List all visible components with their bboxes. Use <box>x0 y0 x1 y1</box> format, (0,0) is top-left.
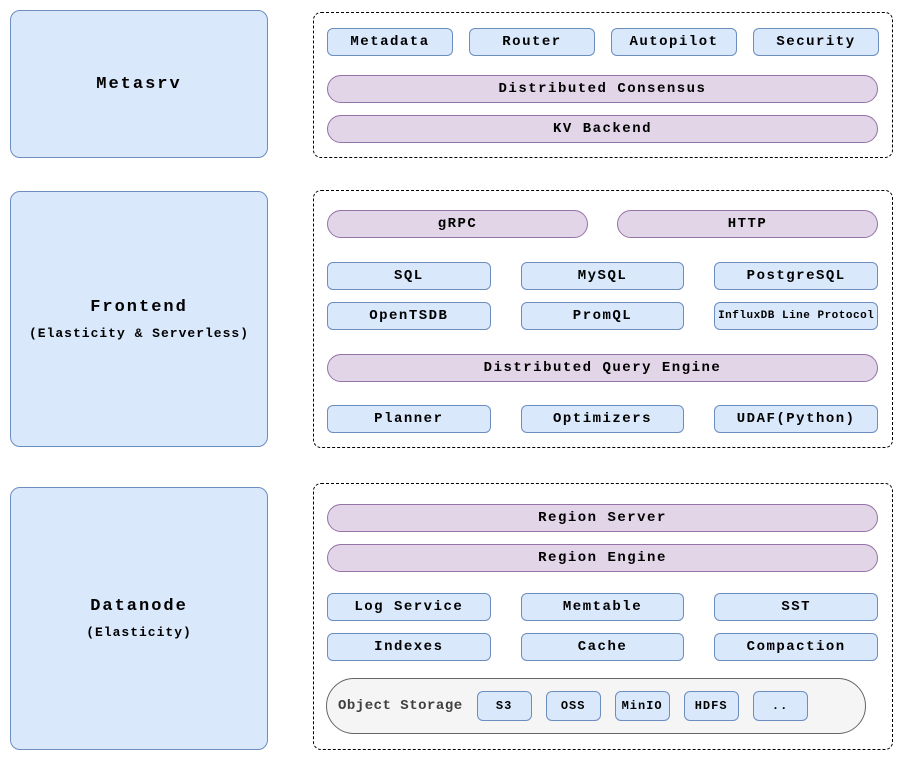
frontend-query-row: Planner Optimizers UDAF(Python) <box>327 405 879 433</box>
frontend-protocol-sql: SQL <box>327 262 491 290</box>
frontend-query-planner: Planner <box>327 405 491 433</box>
datanode-pill-region-engine: Region Engine <box>327 544 878 572</box>
frontend-pill-grpc: gRPC <box>327 210 588 238</box>
datanode-component-memtable: Memtable <box>520 593 685 621</box>
datanode-title: Datanode <box>90 597 188 616</box>
frontend-query-optimizers: Optimizers <box>520 405 685 433</box>
frontend-subtitle: (Elasticity & Serverless) <box>28 325 250 341</box>
metasrv-module-security: Security <box>753 28 879 56</box>
frontend-protocol-promql: PromQL <box>520 302 685 330</box>
metasrv-pill-kv-backend: KV Backend <box>327 115 878 143</box>
frontend-protocol-postgresql: PostgreSQL <box>714 262 879 290</box>
datanode-node: Datanode (Elasticity) <box>10 487 268 750</box>
frontend-panel: gRPC HTTP SQL MySQL PostgreSQL OpenTSDB … <box>313 190 893 448</box>
metasrv-module-router: Router <box>469 28 595 56</box>
frontend-title: Frontend <box>90 297 188 317</box>
datanode-component-row-2: Indexes Cache Compaction <box>327 633 879 661</box>
frontend-protocol-opentsdb: OpenTSDB <box>327 302 491 330</box>
frontend-node: Frontend (Elasticity & Serverless) <box>10 191 268 447</box>
datanode-component-compaction: Compaction <box>714 633 879 661</box>
object-storage-s3: S3 <box>476 691 532 721</box>
object-storage-minio: MinIO <box>614 691 670 721</box>
datanode-component-log-service: Log Service <box>327 593 491 621</box>
datanode-component-cache: Cache <box>520 633 685 661</box>
frontend-protocol-mysql: MySQL <box>520 262 685 290</box>
datanode-subtitle: (Elasticity) <box>86 625 192 640</box>
frontend-query-udaf-python: UDAF(Python) <box>714 405 879 433</box>
object-storage-container: Object Storage S3 OSS MinIO HDFS .. <box>326 678 866 734</box>
frontend-protocol-row-1: SQL MySQL PostgreSQL <box>327 262 879 290</box>
datanode-pill-region-server: Region Server <box>327 504 878 532</box>
datanode-component-indexes: Indexes <box>327 633 491 661</box>
metasrv-panel: Metadata Router Autopilot Security Distr… <box>313 12 893 158</box>
frontend-pill-http: HTTP <box>617 210 878 238</box>
metasrv-title: Metasrv <box>96 74 182 94</box>
object-storage-oss: OSS <box>545 691 601 721</box>
object-storage-hdfs: HDFS <box>683 691 739 721</box>
metasrv-module-autopilot: Autopilot <box>611 28 737 56</box>
datanode-panel: Region Server Region Engine Log Service … <box>313 483 893 750</box>
object-storage-label: Object Storage <box>338 698 463 714</box>
metasrv-modules-row: Metadata Router Autopilot Security <box>327 28 879 56</box>
metasrv-pill-distributed-consensus: Distributed Consensus <box>327 75 878 103</box>
frontend-protocol-row-2: OpenTSDB PromQL InfluxDB Line Protocol <box>327 302 879 330</box>
frontend-entry-row: gRPC HTTP <box>327 210 878 238</box>
metasrv-node: Metasrv <box>10 10 268 158</box>
metasrv-module-metadata: Metadata <box>327 28 453 56</box>
datanode-component-sst: SST <box>714 593 879 621</box>
object-storage-more: .. <box>752 691 808 721</box>
frontend-pill-distributed-query-engine: Distributed Query Engine <box>327 354 878 382</box>
frontend-protocol-influxdb-line-protocol: InfluxDB Line Protocol <box>714 302 879 330</box>
datanode-component-row-1: Log Service Memtable SST <box>327 593 879 621</box>
